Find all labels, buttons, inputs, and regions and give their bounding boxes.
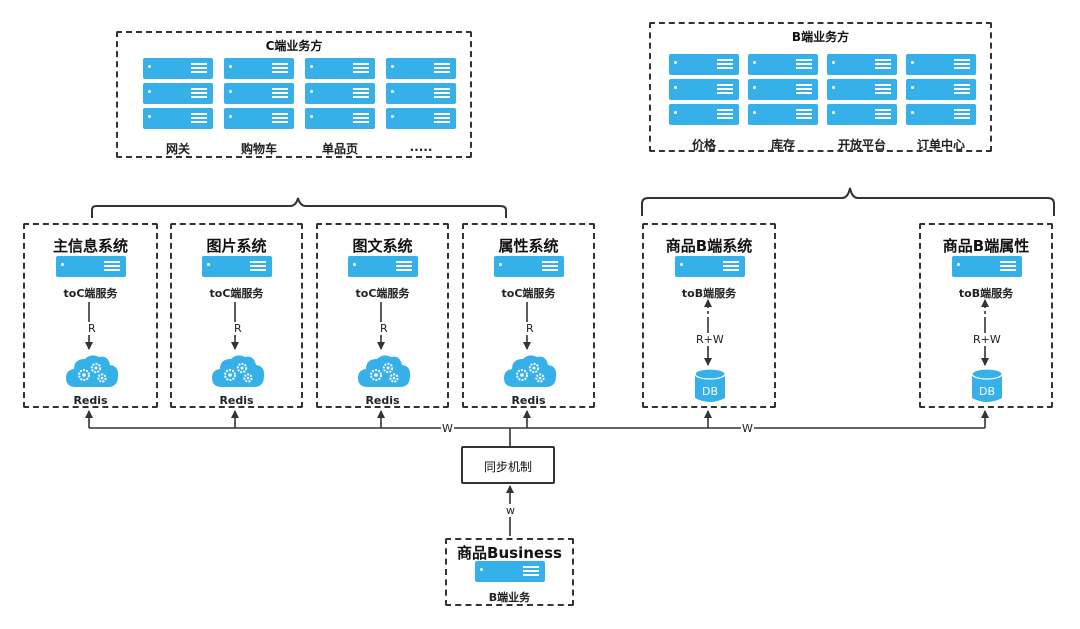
server-icon xyxy=(305,83,375,104)
server-icon xyxy=(494,256,564,277)
toc-system-1: 主信息系统 toC端服务 R Redis xyxy=(23,223,158,408)
db-label: DB xyxy=(979,385,995,398)
server-icon xyxy=(224,83,294,104)
server-icon xyxy=(386,58,456,79)
server-icon xyxy=(305,58,375,79)
server-icon xyxy=(827,104,897,125)
b-side-brace xyxy=(641,187,1055,216)
server-icon xyxy=(386,83,456,104)
toc-system-2: 图片系统 toC端服务 R Redis xyxy=(170,223,303,408)
rw-edge-label: R+W xyxy=(972,333,1002,346)
server-icon xyxy=(906,104,976,125)
toc-system-title: 图文系统 xyxy=(352,237,413,255)
server-icon xyxy=(669,79,739,100)
server-icon xyxy=(348,256,418,277)
toc-system-title: 属性系统 xyxy=(498,237,559,255)
tob-service-label: toB端服务 xyxy=(958,287,1014,300)
server-icon xyxy=(906,79,976,100)
c-side-title: C端业务方 xyxy=(265,39,323,53)
db-label: DB xyxy=(702,385,718,398)
business-party-label: 网关 xyxy=(165,142,190,156)
business-party-label: ..... xyxy=(409,140,433,154)
redis-cloud-icon xyxy=(210,353,266,393)
rw-edge-label: R+W xyxy=(695,333,725,346)
server-icon xyxy=(748,54,818,75)
server-icon xyxy=(675,256,745,277)
server-icon xyxy=(143,108,213,129)
database-icon: DB xyxy=(971,368,1003,408)
redis-label: Redis xyxy=(219,394,254,407)
server-icon xyxy=(952,256,1022,277)
c-side-brace xyxy=(91,197,507,218)
server-icon xyxy=(305,108,375,129)
server-icon xyxy=(475,561,545,582)
read-edge-label: R xyxy=(379,322,389,335)
business-party-label: 订单中心 xyxy=(916,138,965,152)
toc-service-label: toC端服务 xyxy=(355,287,410,300)
tob-system-title: 商品B端属性 xyxy=(942,237,1030,255)
read-edge-label: R xyxy=(525,322,535,335)
business-party-label: 开放平台 xyxy=(837,138,886,152)
server-icon xyxy=(143,83,213,104)
server-icon xyxy=(827,54,897,75)
server-icon xyxy=(827,79,897,100)
tob-system-title: 商品B端系统 xyxy=(665,237,753,255)
tob-system-2: 商品B端属性 toB端服务 R+W DB xyxy=(919,223,1053,408)
toc-service-label: toC端服务 xyxy=(63,287,118,300)
tob-system-1: 商品B端系统 toB端服务 R+W DB xyxy=(642,223,776,408)
b-side-title: B端业务方 xyxy=(791,30,850,44)
toc-system-3: 图文系统 toC端服务 R Redis xyxy=(316,223,449,408)
redis-label: Redis xyxy=(511,394,546,407)
business-title: 商品Business xyxy=(457,544,562,562)
server-icon xyxy=(748,104,818,125)
redis-cloud-icon xyxy=(502,353,558,393)
toc-system-4: 属性系统 toC端服务 R Redis xyxy=(462,223,595,408)
business-write-label: w xyxy=(505,504,516,517)
server-icon xyxy=(669,54,739,75)
business-panel: 商品Business B端业务 xyxy=(445,538,574,606)
read-edge-label: R xyxy=(87,322,97,335)
server-icon xyxy=(386,108,456,129)
bus-write-label-right: W xyxy=(741,422,754,435)
business-party-label: 价格 xyxy=(691,138,716,152)
c-side-panel: C端业务方 网关 购物车 单品页..... xyxy=(116,31,472,158)
business-service-label: B端业务 xyxy=(488,591,531,604)
redis-label: Redis xyxy=(73,394,108,407)
toc-system-title: 图片系统 xyxy=(206,237,267,255)
business-party-label: 库存 xyxy=(770,138,795,152)
redis-cloud-icon xyxy=(356,353,412,393)
sync-mechanism-label: 同步机制 xyxy=(483,460,532,474)
b-side-panel: B端业务方 价格 库存 开放平台 订单中心 xyxy=(649,22,992,152)
tob-service-label: toB端服务 xyxy=(681,287,737,300)
toc-system-title: 主信息系统 xyxy=(52,237,128,255)
bus-write-label-left: W xyxy=(441,422,454,435)
business-party-label: 购物车 xyxy=(240,142,277,156)
server-icon xyxy=(143,58,213,79)
server-icon xyxy=(224,58,294,79)
server-icon xyxy=(748,79,818,100)
toc-service-label: toC端服务 xyxy=(209,287,264,300)
server-icon xyxy=(906,54,976,75)
redis-label: Redis xyxy=(365,394,400,407)
redis-cloud-icon xyxy=(64,353,120,393)
toc-service-label: toC端服务 xyxy=(501,287,556,300)
read-edge-label: R xyxy=(233,322,243,335)
server-icon xyxy=(56,256,126,277)
server-icon xyxy=(202,256,272,277)
server-icon xyxy=(669,104,739,125)
database-icon: DB xyxy=(694,368,726,408)
sync-mechanism-box: 同步机制 xyxy=(461,446,555,484)
server-icon xyxy=(224,108,294,129)
business-party-label: 单品页 xyxy=(321,142,358,156)
